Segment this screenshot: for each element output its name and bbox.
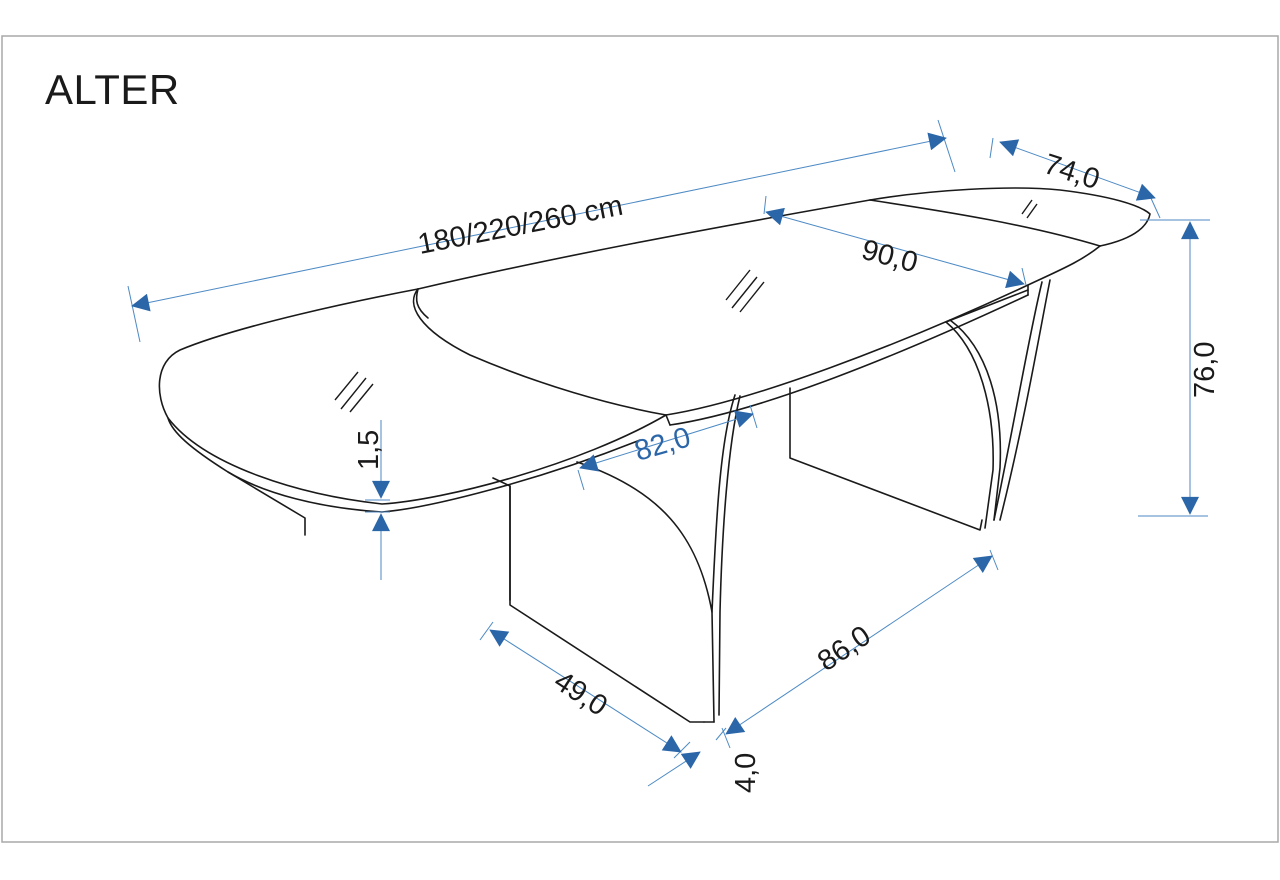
product-title: ALTER bbox=[45, 66, 180, 113]
dim-depth-leaf-line bbox=[765, 207, 1025, 289]
dim-leg-width-line bbox=[489, 629, 682, 753]
label-top-thickness: 1,5 bbox=[353, 430, 385, 470]
label-depth-leaf: 90,0 bbox=[858, 234, 921, 280]
dim-depth-total-line bbox=[999, 139, 1156, 201]
label-base-length: 86,0 bbox=[812, 620, 877, 678]
label-height: 76,0 bbox=[1189, 342, 1221, 398]
dim-base-length-line bbox=[725, 555, 993, 735]
dim-length-line bbox=[131, 132, 947, 312]
label-leg-thickness: 4,0 bbox=[730, 753, 762, 793]
dim-base-inner-line bbox=[579, 410, 754, 472]
dimension-labels: 180/220/260 cm 74,0 90,0 76,0 1,5 82,0 8… bbox=[353, 148, 1221, 793]
label-length: 180/220/260 cm bbox=[415, 190, 625, 261]
dimension-lines bbox=[127, 119, 1210, 787]
drawing-border bbox=[1, 35, 1279, 843]
